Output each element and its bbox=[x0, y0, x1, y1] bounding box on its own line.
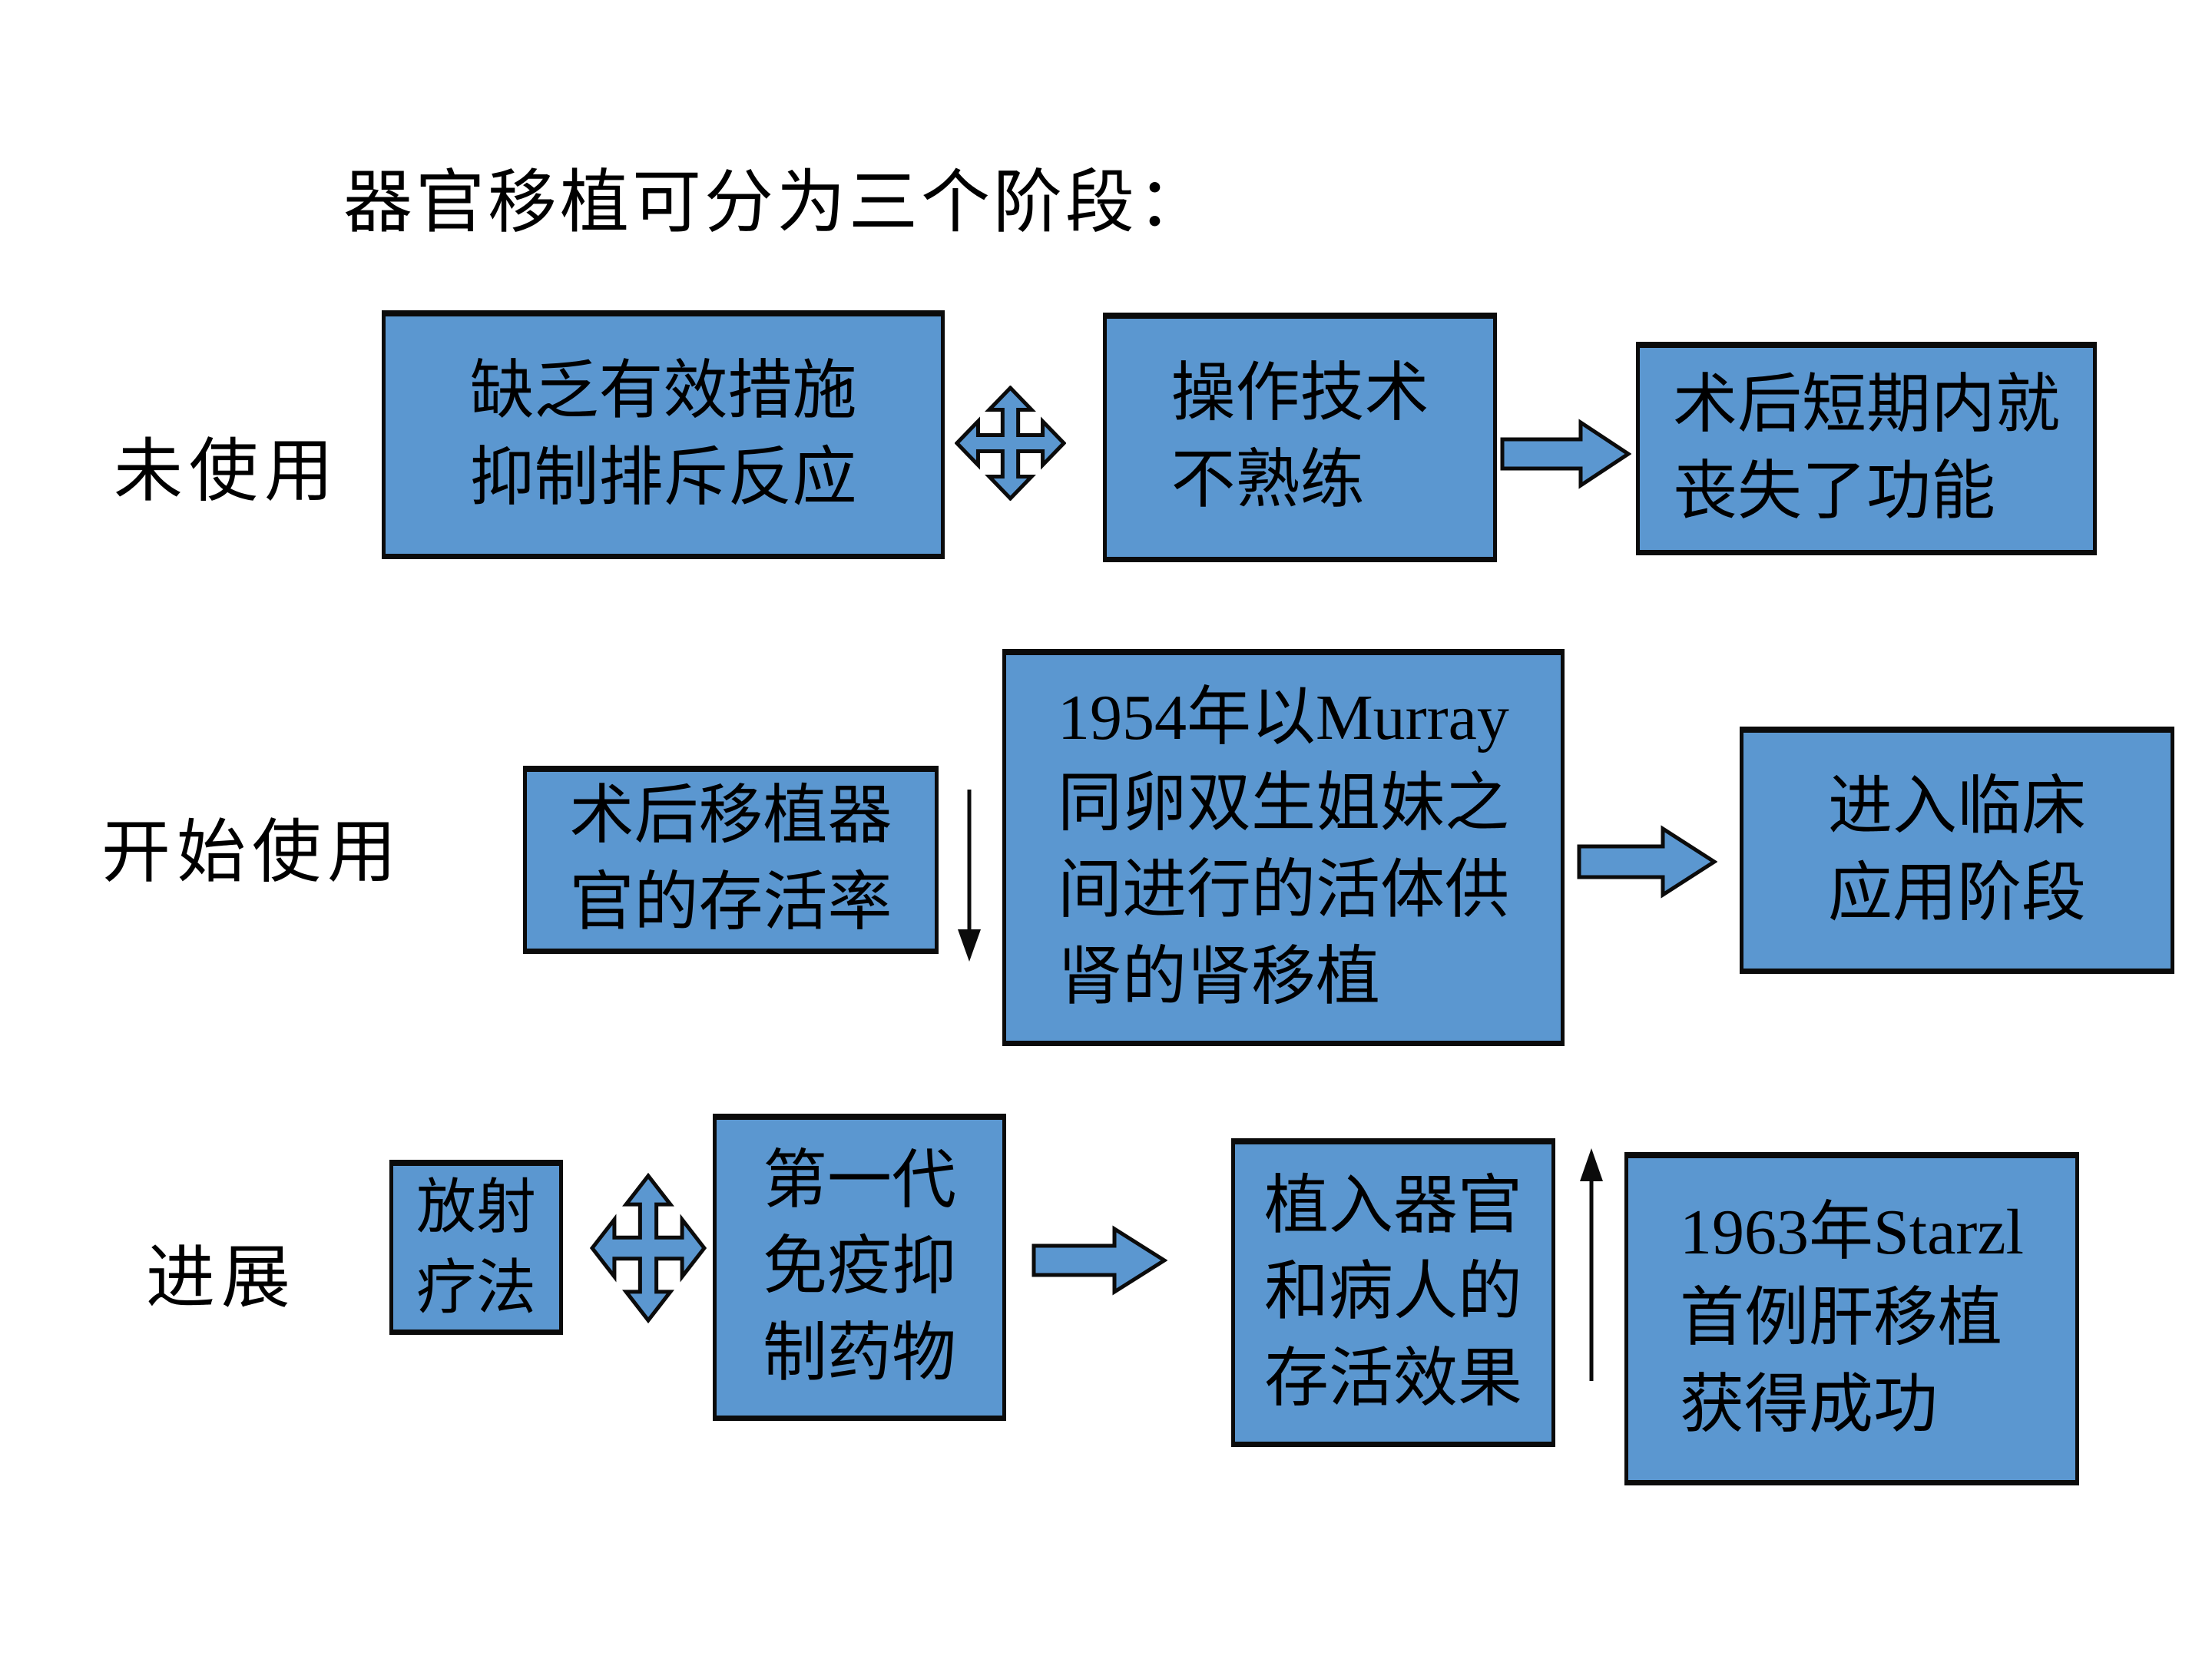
right-arrow-icon bbox=[1499, 413, 1632, 495]
box-text: 进入临床 应用阶段 bbox=[1827, 770, 2086, 929]
stage-label-start-use: 开始使用 bbox=[101, 815, 402, 891]
box-text: 缺乏有效措施 抑制排斥反应 bbox=[469, 355, 857, 514]
box-first-generation-immunosuppressants: 第一代 免疫抑 制药物 bbox=[713, 1114, 1006, 1421]
right-arrow-icon bbox=[1031, 1220, 1168, 1301]
box-text: 术后短期内就 丧失了功能 bbox=[1672, 369, 2060, 528]
box-1954-murray-kidney-transplant: 1954年以Murray 同卵双生姐妹之 间进行的活体供 肾的肾移植 bbox=[1002, 649, 1565, 1046]
right-arrow-icon bbox=[1576, 819, 1718, 905]
box-graft-survival-rate: 术后移植器 官的存活率 bbox=[523, 766, 939, 954]
box-graft-patient-survival-outcome: 植入器官 和病人的 存活效果 bbox=[1231, 1138, 1555, 1447]
box-1963-starzl-liver-transplant: 1963年Starzl 首例肝移植 获得成功 bbox=[1624, 1152, 2079, 1485]
box-text: 1963年Starzl 首例肝移植 获得成功 bbox=[1680, 1196, 2024, 1441]
stage-label-progress: 进展 bbox=[146, 1240, 296, 1316]
slide-title: 器官移植可分为三个阶段： bbox=[343, 165, 1210, 241]
box-lost-function: 术后短期内就 丧失了功能 bbox=[1636, 342, 2097, 555]
box-radiotherapy: 放射 疗法 bbox=[389, 1160, 563, 1335]
box-clinical-application-stage: 进入临床 应用阶段 bbox=[1740, 727, 2174, 974]
box-text: 放射 疗法 bbox=[416, 1173, 536, 1321]
box-text: 第一代 免疫抑 制药物 bbox=[762, 1144, 956, 1389]
box-lack-of-measures: 缺乏有效措施 抑制排斥反应 bbox=[382, 310, 945, 559]
four-way-arrow-icon bbox=[590, 1173, 707, 1323]
up-arrow-icon bbox=[1575, 1146, 1608, 1384]
stage-label-not-used: 未使用 bbox=[114, 434, 339, 510]
box-text: 植入器官 和病人的 存活效果 bbox=[1263, 1170, 1522, 1415]
box-text: 术后移植器 官的存活率 bbox=[569, 780, 892, 939]
box-text: 1954年以Murray 同卵双生姐妹之 间进行的活体供 肾的肾移植 bbox=[1057, 681, 1509, 1013]
box-text: 操作技术 不熟练 bbox=[1171, 358, 1429, 516]
down-arrow-icon bbox=[952, 787, 986, 964]
four-way-arrow-icon bbox=[955, 386, 1066, 501]
box-technique-unskilled: 操作技术 不熟练 bbox=[1103, 313, 1497, 562]
